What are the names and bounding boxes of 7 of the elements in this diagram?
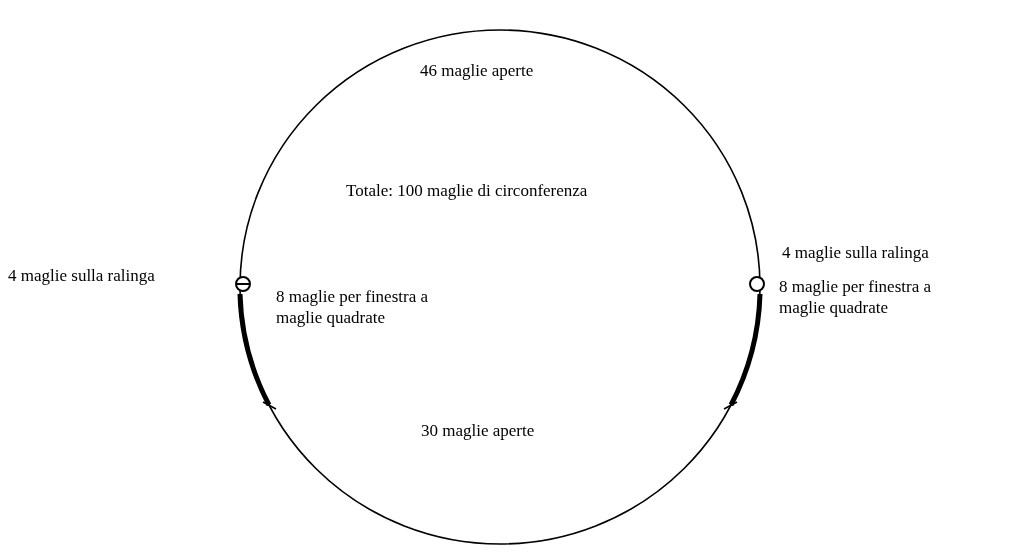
- annotation-label: 46 maglie aperte: [420, 60, 534, 81]
- annotation-label: 4 maglie sulla ralinga: [8, 265, 155, 286]
- annotation-label: 8 maglie per finestra a maglie quadrate: [276, 286, 429, 328]
- annotation-label: 8 maglie per finestra a maglie quadrate: [779, 276, 932, 318]
- annotation-label: Totale: 100 maglie di circonferenza: [346, 180, 588, 201]
- annotation-label: 4 maglie sulla ralinga: [782, 242, 929, 263]
- annotation-label: 30 maglie aperte: [421, 420, 535, 441]
